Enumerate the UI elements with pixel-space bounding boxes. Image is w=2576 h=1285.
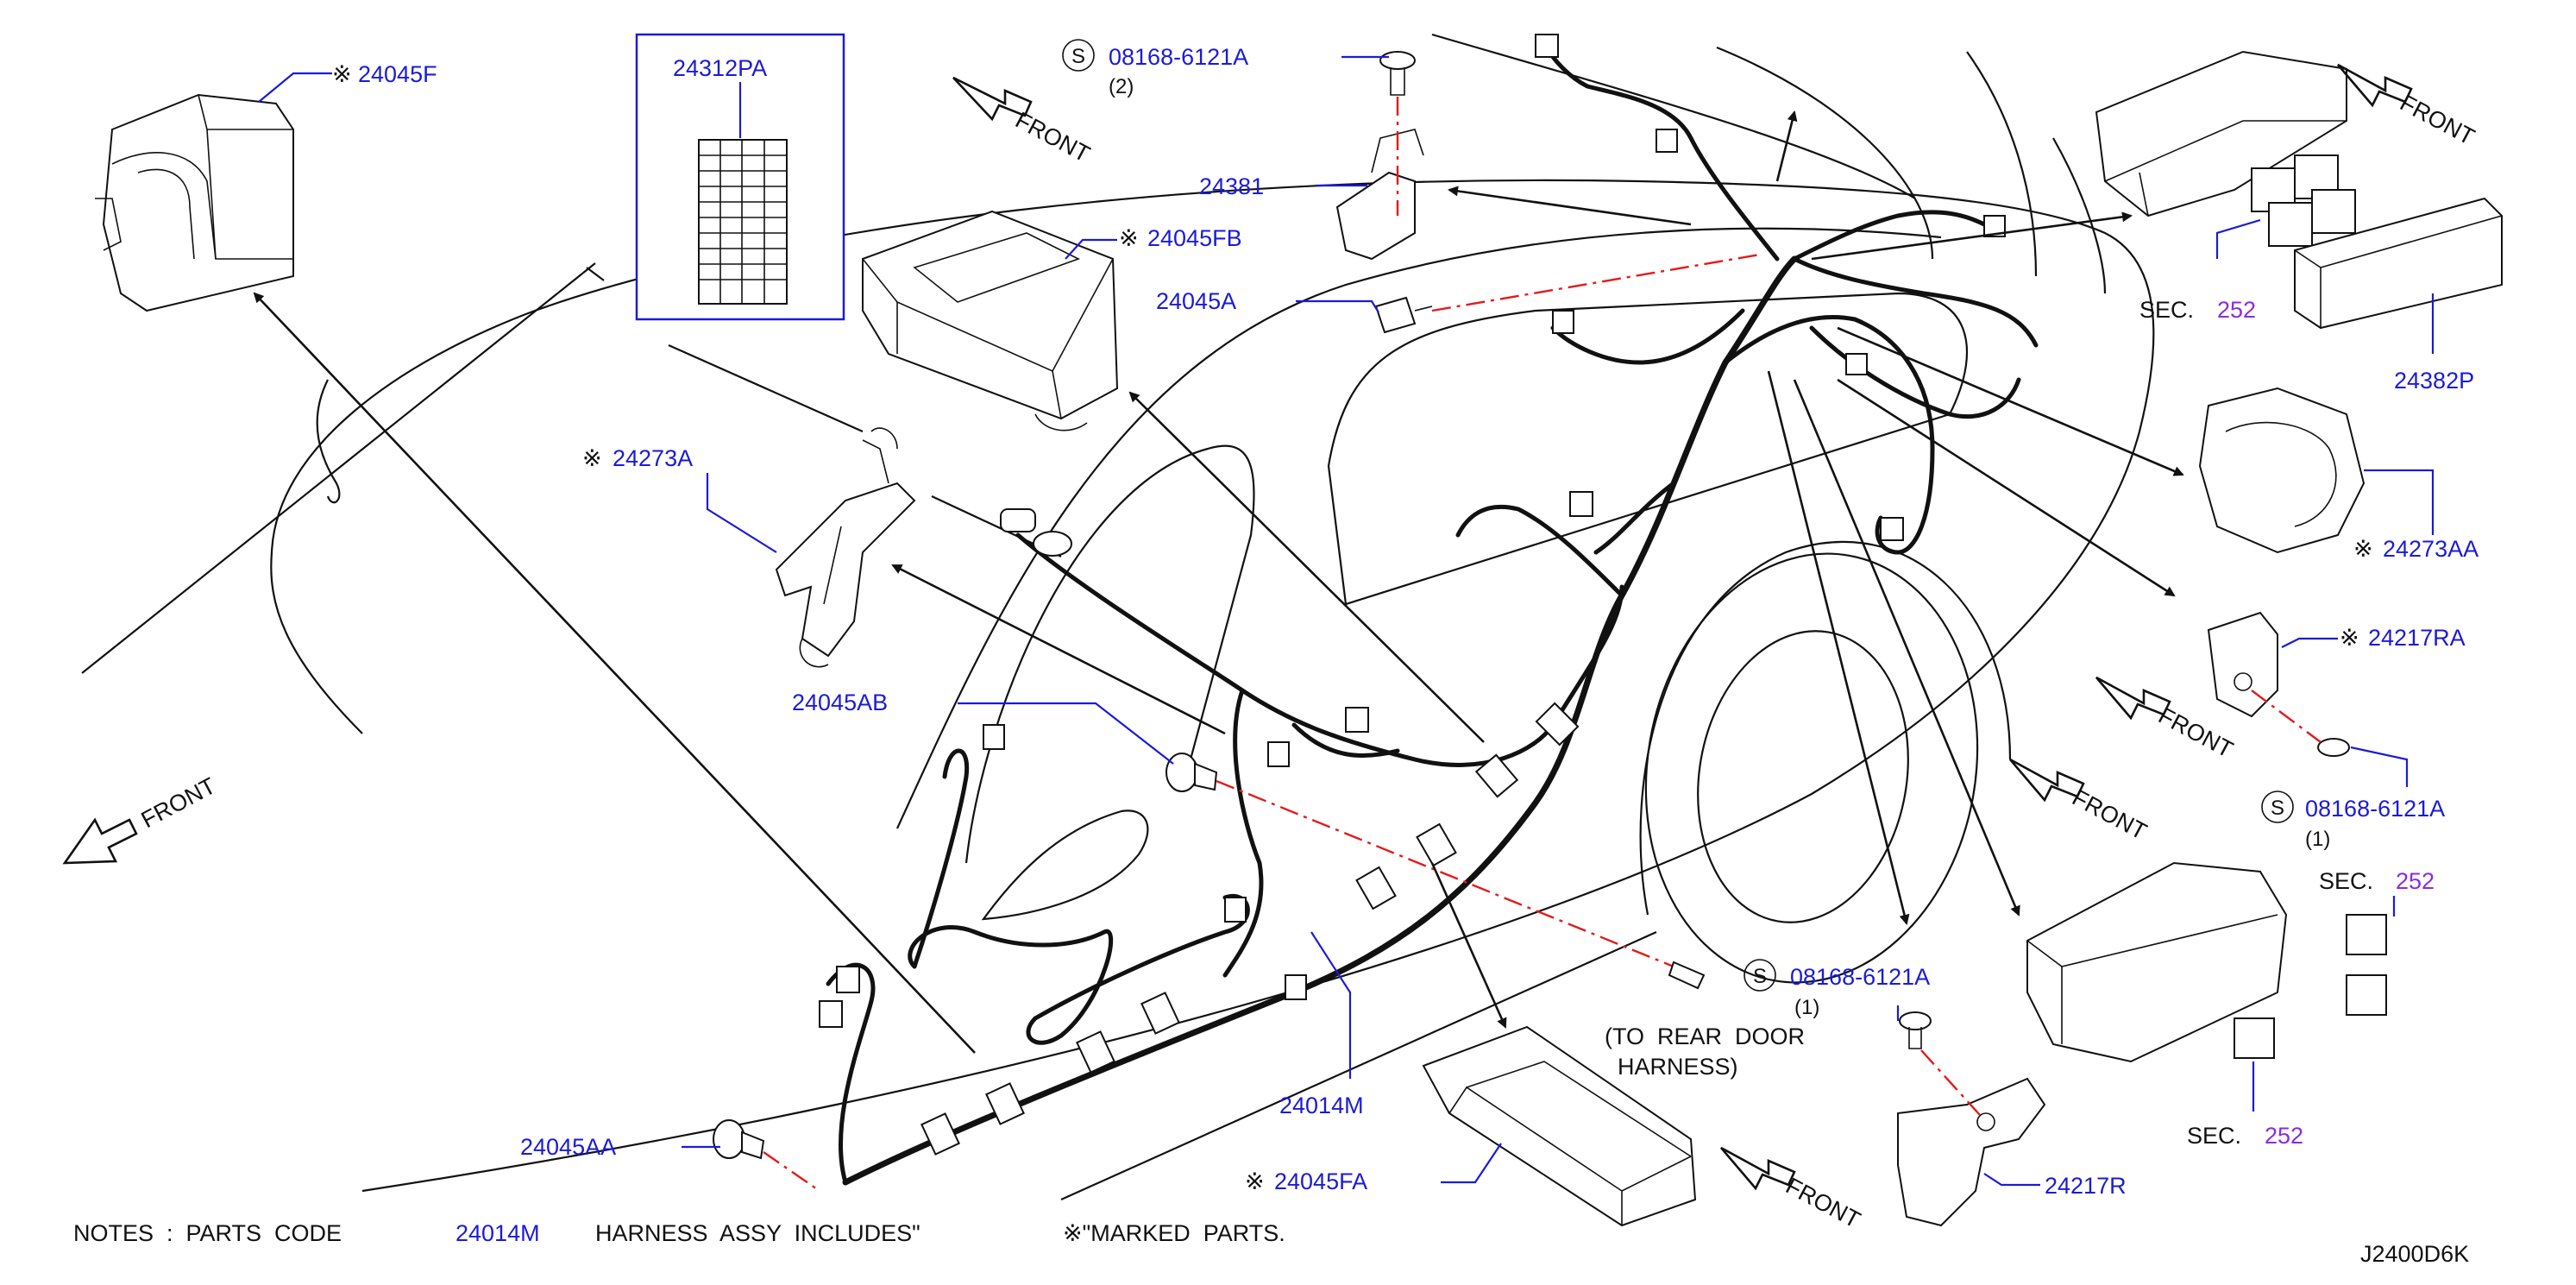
front-label-top: FRONT	[1011, 107, 1094, 167]
screw-symbol-bottom-letter: S	[1753, 965, 1767, 988]
front-label-top-right: FRONT	[2396, 90, 2479, 150]
part-24273AA-bracket	[2198, 387, 2366, 554]
front-arrows	[62, 63, 2413, 1191]
label-24381: 24381	[1199, 173, 1264, 199]
label-24045FB: 24045FB	[1147, 225, 1242, 251]
diagram-id: J2400D6K	[2360, 1241, 2469, 1267]
label-24045FB-mark: ※	[1119, 225, 1139, 251]
label-24273AA: 24273AA	[2383, 536, 2479, 562]
leader-lines	[258, 55, 2435, 1187]
notes-marked: ※"MARKED PARTS.	[1063, 1220, 1285, 1246]
label-sec-top-number: 252	[2217, 297, 2256, 323]
part-24381-bracket	[1335, 129, 1424, 261]
label-24045FA: 24045FA	[1274, 1168, 1367, 1194]
part-24045AB-bolt	[1165, 753, 1706, 990]
screw-symbol-right	[2261, 791, 2294, 823]
label-24382P: 24382P	[2394, 368, 2474, 394]
label-24217R: 24217R	[2045, 1173, 2127, 1199]
label-24045AA: 24045AA	[520, 1134, 616, 1160]
label-24273A-mark: ※	[582, 445, 602, 471]
screw-symbol-top	[1062, 39, 1095, 72]
part-24045FB-cover	[862, 210, 1119, 431]
arrows	[253, 110, 2184, 1054]
part-24273A-bracket	[775, 427, 916, 668]
label-24217RA-mark: ※	[2340, 625, 2359, 651]
part-24217R-bracket	[1897, 1011, 2046, 1227]
screw-symbol-bottom	[1744, 959, 1776, 992]
screw-symbol-right-letter: S	[2271, 797, 2284, 820]
label-24217RA: 24217RA	[2368, 625, 2466, 651]
label-08168-right: 08168-6121A	[2305, 796, 2445, 822]
label-24014M: 24014M	[1279, 1093, 1364, 1118]
label-rear-door-2: HARNESS)	[1618, 1054, 1738, 1080]
front-labels: FRONT FRONT FRONT FRONT FRONT FRONT	[137, 90, 2479, 1233]
label-sec-top-prefix: SEC.	[2139, 297, 2194, 323]
label-08168-right-qty: (1)	[2305, 828, 2330, 851]
label-08168-top-qty: (2)	[1109, 75, 1134, 98]
label-rear-door-1: (TO REAR DOOR	[1605, 1024, 1805, 1049]
part-relay-block-top-right	[2095, 50, 2503, 330]
part-24045FA-cover	[1422, 1025, 1697, 1227]
label-sec-bottom-number: 252	[2265, 1123, 2303, 1149]
part-24045AA-bolt	[713, 1119, 820, 1192]
part-24312PA-label	[635, 33, 845, 321]
part-24045F-clip	[95, 93, 294, 312]
notes: NOTES : PARTS CODE 24014M HARNESS ASSY I…	[73, 1220, 1285, 1246]
label-24045AB: 24045AB	[792, 690, 888, 715]
screw-symbol-top-letter: S	[1071, 45, 1085, 68]
label-24045A: 24045A	[1156, 288, 1236, 314]
vehicle-outline	[81, 33, 2155, 1201]
front-label-bottom: FRONT	[1781, 1173, 1864, 1233]
part-24217RA-bracket	[2207, 611, 2350, 757]
label-08168-bottom: 08168-6121A	[1790, 964, 1930, 990]
main-harness-24014M	[819, 34, 2039, 1186]
label-sec-mid-prefix: SEC.	[2319, 868, 2373, 894]
part-24045A-bolt	[1374, 253, 1761, 334]
front-label-right-2: FRONT	[2068, 784, 2151, 845]
label-24312PA: 24312PA	[673, 55, 767, 81]
label-24045F-mark: ※	[332, 61, 352, 87]
label-sec-bottom-prefix: SEC.	[2187, 1123, 2241, 1149]
label-24045FA-mark: ※	[1245, 1168, 1265, 1194]
part-labels: ※ 24045F 24312PA ※ 24045FB ※ 24273A 2404…	[332, 39, 2479, 1199]
front-label-right: FRONT	[2154, 702, 2237, 763]
label-08168-bottom-qty: (1)	[1794, 996, 1819, 1019]
notes-prefix: NOTES : PARTS CODE	[73, 1220, 342, 1246]
label-sec-mid-number: 252	[2396, 868, 2435, 894]
label-08168-top: 08168-6121A	[1109, 44, 1248, 70]
front-label-left: FRONT	[137, 772, 220, 833]
notes-code: 24014M	[456, 1220, 540, 1246]
part-fuse-block-bottom-right	[2026, 861, 2387, 1063]
label-24045F: 24045F	[358, 61, 437, 87]
label-24273AA-mark: ※	[2353, 536, 2373, 562]
notes-middle: HARNESS ASSY INCLUDES"	[595, 1220, 920, 1246]
label-24273A: 24273A	[613, 445, 693, 471]
